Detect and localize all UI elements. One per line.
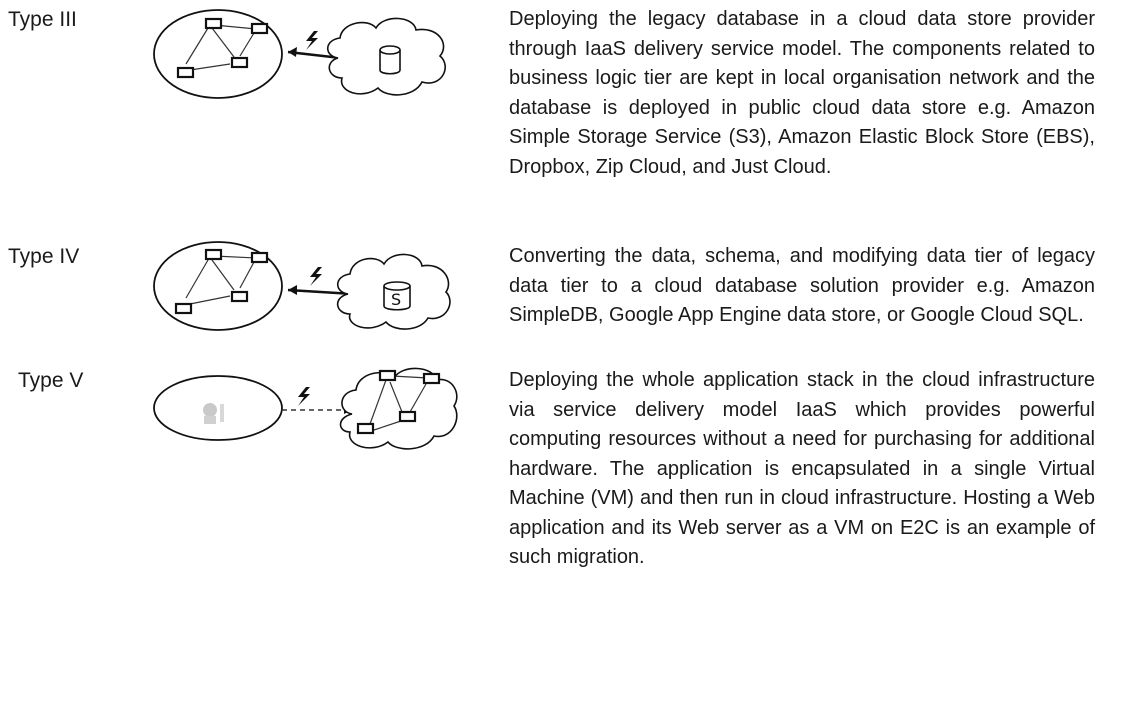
lightning-icon (310, 267, 322, 286)
component-node (230, 290, 249, 303)
component-node (398, 410, 417, 423)
database-symbol: S (391, 290, 401, 309)
type-description: Converting the data, schema, and modifyi… (509, 245, 1095, 326)
component-node (176, 66, 195, 79)
component-node (378, 369, 397, 382)
component-node (422, 372, 441, 385)
local-network-ellipse (153, 375, 283, 441)
type-v-diagram (153, 367, 458, 450)
lightning-icon (306, 31, 318, 50)
component-node (204, 17, 223, 30)
component-node (356, 422, 375, 435)
type-label: Type III (8, 8, 77, 31)
database-icon (383, 286, 411, 311)
type-iv-diagram: S (153, 241, 451, 331)
type-label: Type IV (8, 245, 80, 268)
component-node (250, 22, 269, 35)
lightning-icon (298, 387, 310, 406)
component-node (174, 302, 193, 315)
type-description: Deploying the whole application stack in… (509, 369, 1095, 568)
database-icon (379, 50, 401, 75)
type-iii-diagram (153, 9, 446, 99)
application-stack-icon (203, 403, 224, 424)
type-description: Deploying the legacy database in a cloud… (509, 8, 1095, 178)
component-node (204, 248, 223, 261)
component-node (250, 251, 269, 264)
type-label: Type V (18, 369, 84, 392)
component-node (230, 56, 249, 69)
